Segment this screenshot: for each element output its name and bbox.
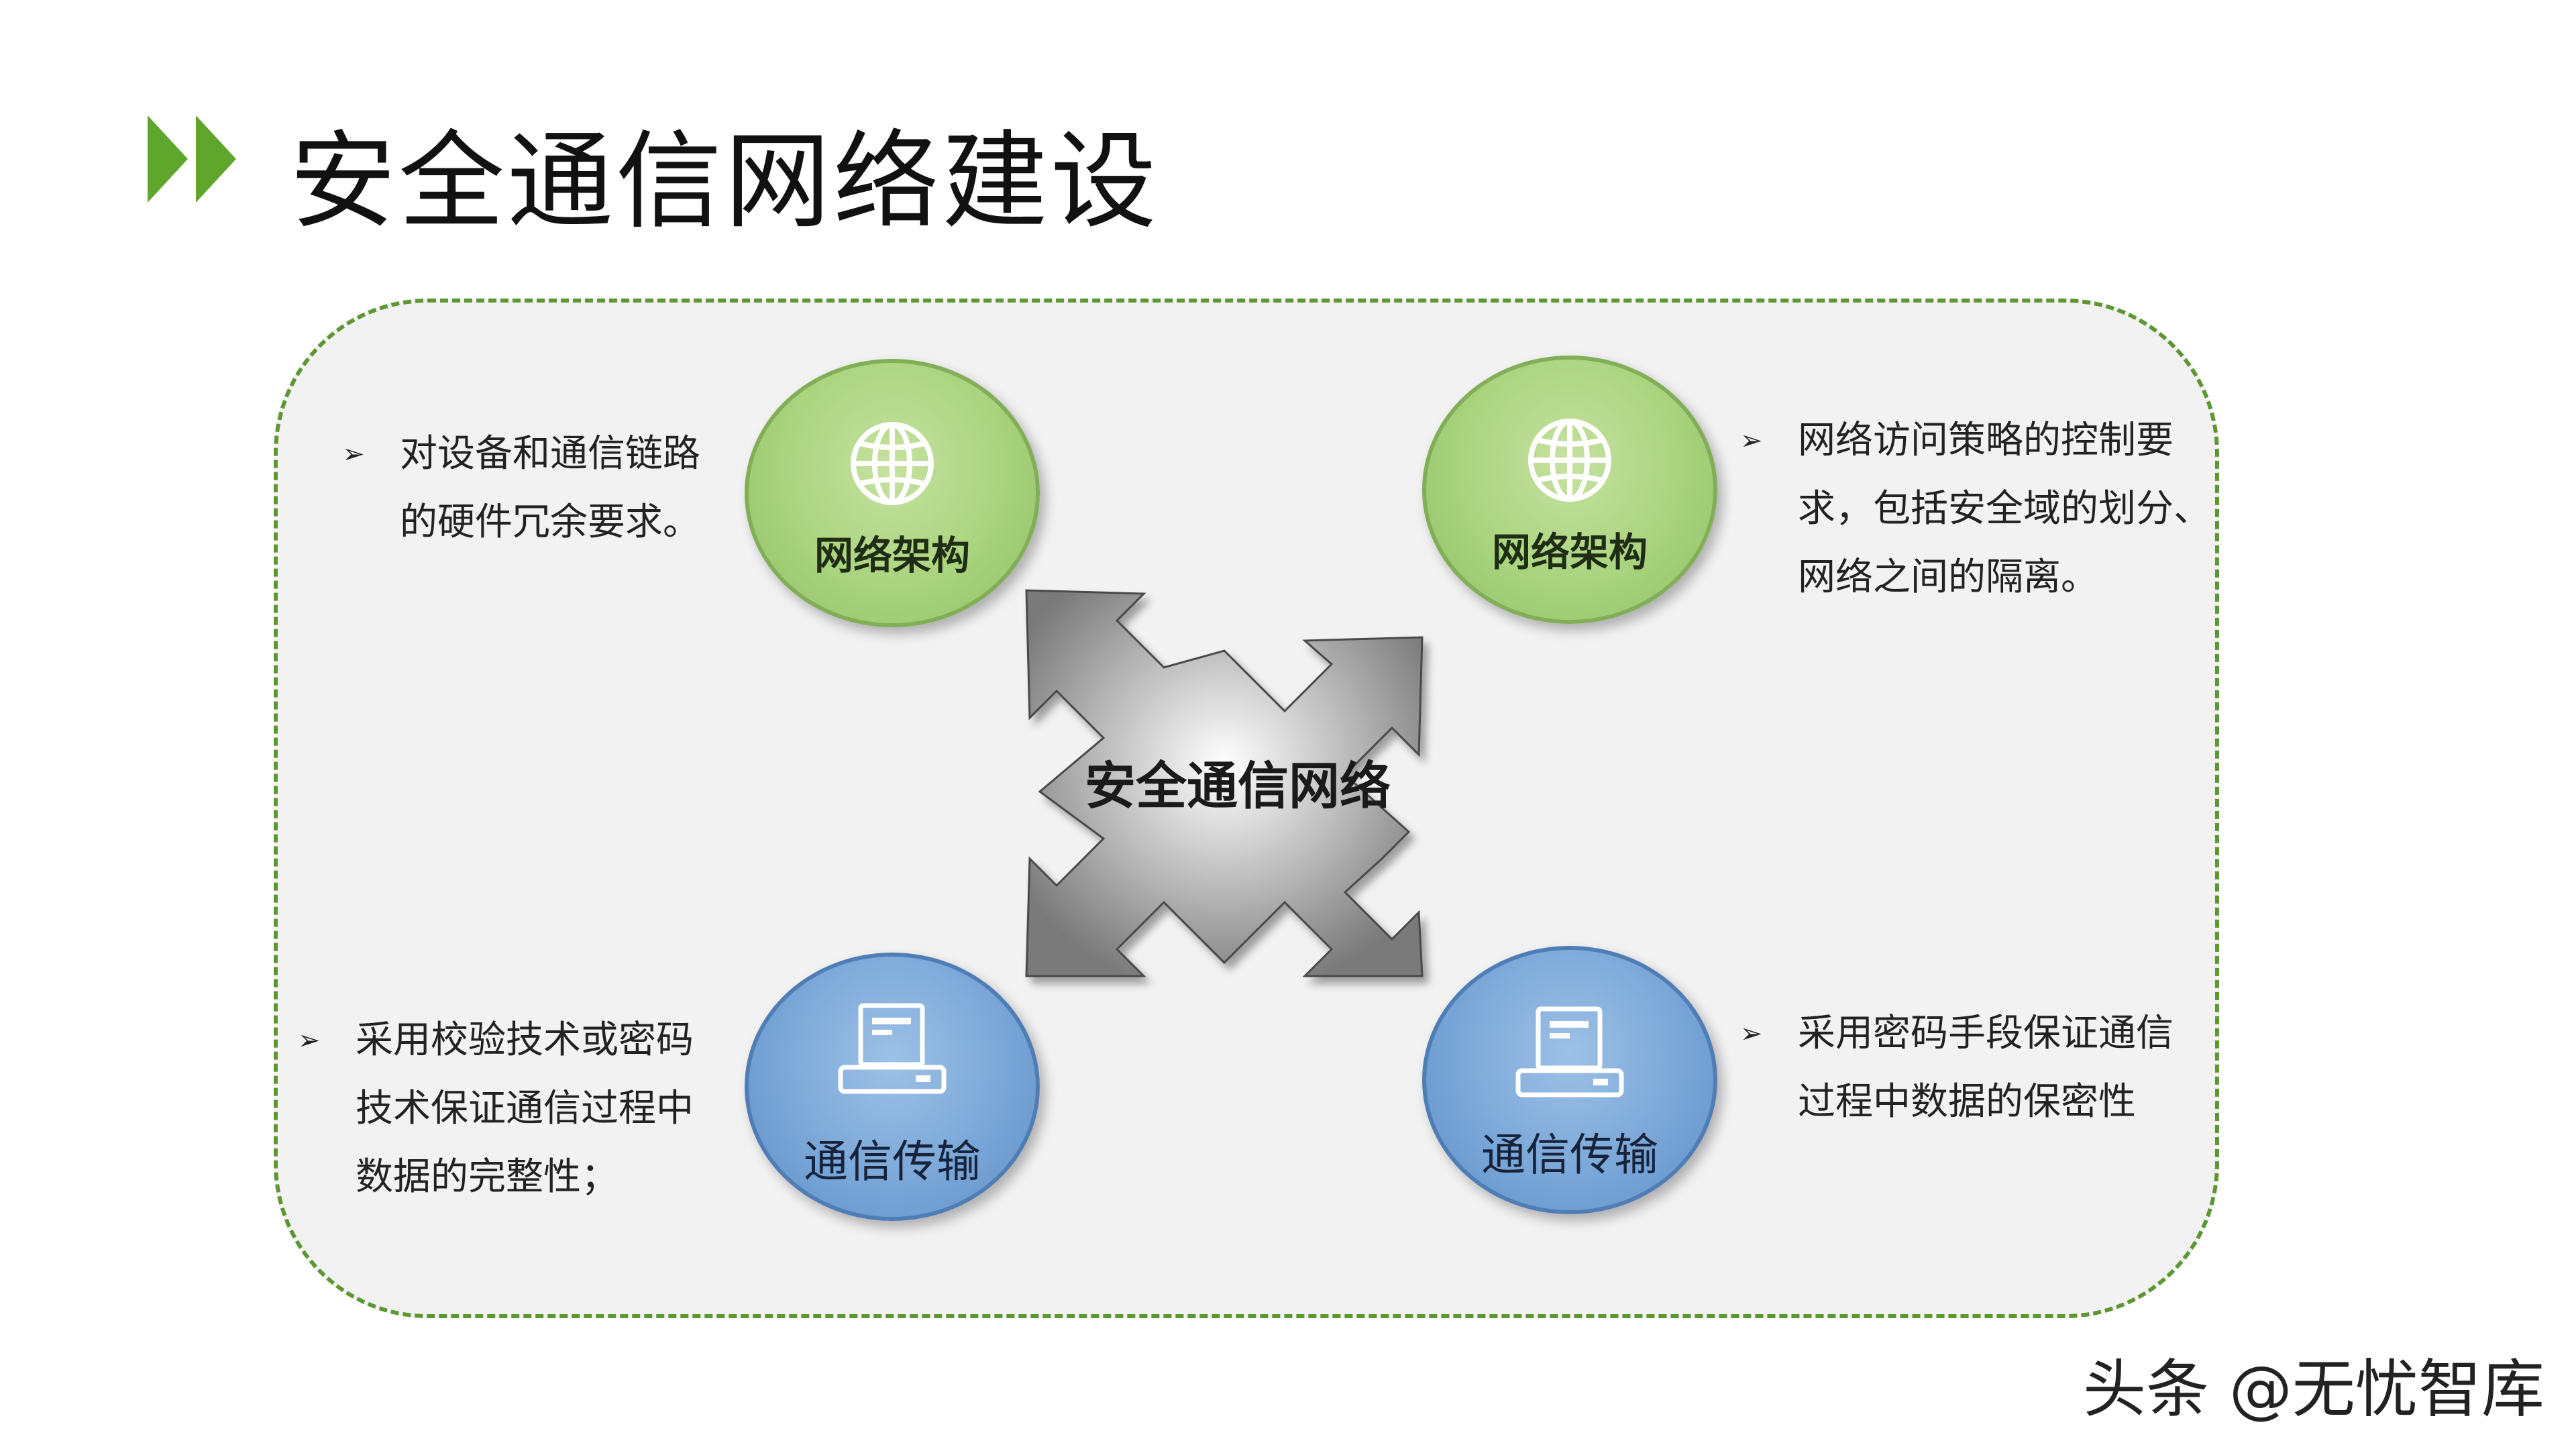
node-label: 通信传输 <box>804 1136 981 1187</box>
bullet-arrow-icon: ➢ <box>342 439 365 470</box>
note-bottom-right: ➢ 采用密码手段保证通信 过程中数据的保密性 <box>1740 1000 2174 1136</box>
center-label: 安全通信网络 <box>1085 756 1391 816</box>
note-top-left: ➢ 对设备和通信链路 的硬件冗余要求。 <box>342 420 700 557</box>
note-line: 对设备和通信链路 <box>400 432 700 476</box>
node-network-architecture-left: 网络架构 <box>745 359 1040 627</box>
node-communication-transfer-left: 通信传输 <box>745 953 1040 1221</box>
note-bottom-left: ➢ 采用校验技术或密码 技术保证通信过程中 数据的完整性； <box>298 1006 694 1212</box>
note-top-right: ➢ 网络访问策略的控制要 求，包括安全域的划分、 网络之间的隔离。 <box>1740 407 2211 612</box>
bullet-arrow-icon: ➢ <box>1740 1018 1763 1049</box>
node-network-architecture-right: 网络架构 <box>1422 356 1717 624</box>
note-line: 求，包括安全域的划分、 <box>1798 487 2211 531</box>
note-line: 的硬件冗余要求。 <box>400 500 700 544</box>
note-line: 过程中数据的保密性 <box>1798 1080 2136 1124</box>
node-communication-transfer-right: 通信传输 <box>1422 946 1717 1214</box>
note-line: 数据的完整性； <box>356 1155 619 1199</box>
double-chevron-icon <box>148 115 236 203</box>
note-line: 采用密码手段保证通信 <box>1798 1012 2174 1055</box>
note-line: 采用校验技术或密码 <box>356 1018 694 1062</box>
node-label: 网络架构 <box>1491 529 1648 575</box>
note-line: 网络之间的隔离。 <box>1798 555 2098 599</box>
globe-icon <box>851 422 934 505</box>
watermark: 头条 @无忧智库 <box>2083 1353 2544 1426</box>
bullet-arrow-icon: ➢ <box>298 1025 321 1056</box>
note-line: 网络访问策略的控制要 <box>1798 419 2174 462</box>
four-way-arrow-icon <box>1025 589 1424 977</box>
globe-icon <box>1528 419 1611 502</box>
bullet-arrow-icon: ➢ <box>1740 425 1763 456</box>
page-title: 安全通信网络建设 <box>290 120 1159 244</box>
note-line: 技术保证通信过程中 <box>356 1087 694 1130</box>
node-label: 网络架构 <box>814 533 970 578</box>
computer-terminal-icon <box>1515 1006 1624 1097</box>
node-label: 通信传输 <box>1481 1129 1658 1181</box>
computer-terminal-icon <box>838 1003 947 1094</box>
